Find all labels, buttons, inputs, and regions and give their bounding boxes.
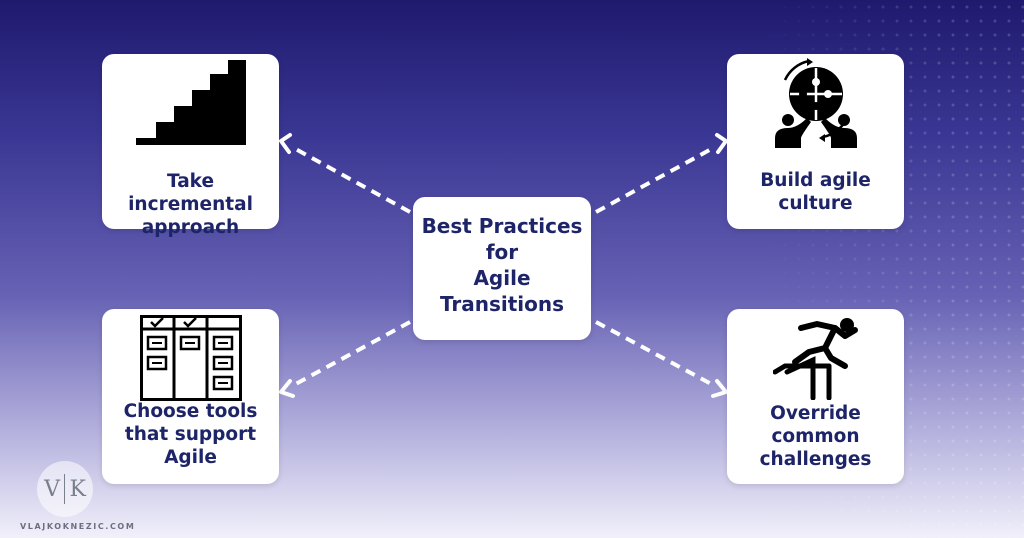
logo-letter: K [69, 476, 86, 502]
label-line: Take incremental [128, 171, 253, 215]
kanban-board-icon [140, 315, 242, 401]
card-label: Choose tools that support Agile [102, 400, 279, 469]
label-line: Choose tools [123, 401, 258, 422]
logo: V K [37, 461, 93, 517]
card-incremental: Take incremental approach [102, 54, 279, 238]
label-line: culture [778, 193, 853, 214]
arrowhead-culture [715, 133, 728, 154]
label-line: approach [141, 217, 240, 238]
label-line: that support [124, 424, 257, 445]
logo-divider [63, 474, 66, 504]
center-card: Best Practices for Agile Transitions [413, 197, 591, 340]
arrow-to-culture [595, 145, 716, 214]
card-label: Override common challenges [727, 402, 904, 471]
center-title-line: Transitions [439, 292, 565, 316]
arrowhead-tools [279, 379, 295, 398]
center-title: Best Practices for Agile Transitions [413, 213, 591, 317]
stairs-icon [136, 60, 246, 145]
label-line: challenges [759, 449, 872, 470]
arrowhead-incremental [279, 133, 292, 154]
arrow-to-tools [291, 320, 411, 388]
label-line: Override [770, 403, 861, 424]
label-line: common [771, 426, 860, 447]
center-title-line: Agile [473, 266, 531, 290]
card-tools: Choose tools that support Agile [102, 309, 279, 484]
card-label: Take incremental approach [102, 170, 279, 239]
card-culture: Build agile culture [727, 54, 904, 229]
center-title-line: Best Practices [421, 214, 583, 238]
label-line: Build agile [760, 170, 871, 191]
label-line: Agile [164, 447, 217, 468]
card-label: Build agile culture [727, 169, 904, 215]
arrowhead-challenges [711, 379, 728, 398]
center-title-line: for [485, 240, 519, 264]
arrow-to-challenges [595, 320, 716, 388]
card-challenges: Override common challenges [727, 309, 904, 484]
team-puzzle-icon [775, 58, 857, 148]
logo-letter: V [44, 476, 60, 502]
arrow-to-incremental [291, 145, 411, 214]
hurdle-runner-icon [773, 318, 858, 400]
footer-url: VLAJKOKNEZIC.COM [20, 522, 136, 531]
